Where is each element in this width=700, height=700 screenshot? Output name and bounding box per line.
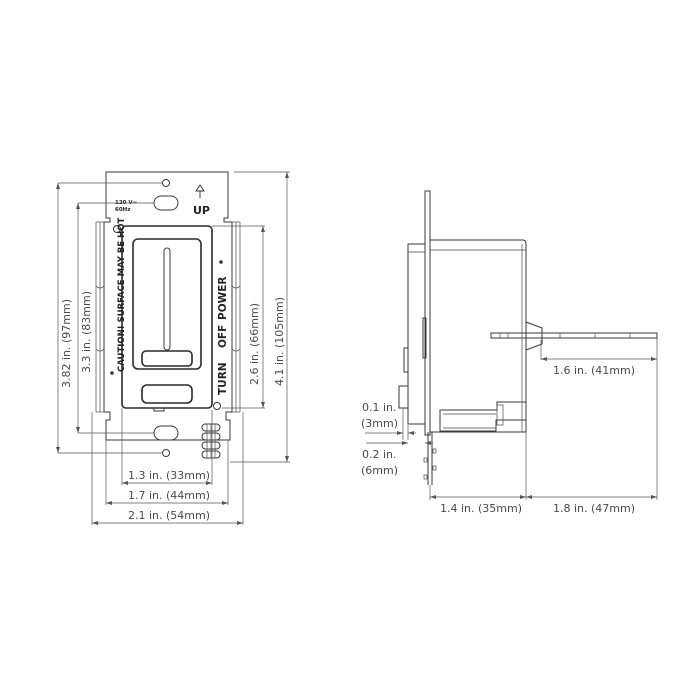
bottom-screw-hole <box>162 449 170 457</box>
wire-coil-icon <box>201 423 221 459</box>
dim-label-0-2-in: 0.2 in. <box>362 448 397 461</box>
dim-label-1-4-in: 1.4 in. (35mm) <box>440 502 522 515</box>
dim-1-4-in <box>429 432 527 500</box>
slider-panel <box>132 238 202 370</box>
side-knob-profile <box>403 347 409 373</box>
dim-3-82-in <box>56 182 162 454</box>
dim-label-3mm: (3mm) <box>361 417 398 430</box>
dim-label-3-82-in: 3.82 in. (97mm) <box>60 299 73 388</box>
led-indicator-left <box>110 371 114 375</box>
dimmer-face <box>121 225 213 409</box>
led-indicator-right <box>219 260 223 264</box>
caution-label: CAUTION! SURFACE MAY BE HOT <box>117 218 127 372</box>
dim-label-2-6-in: 2.6 in. (66mm) <box>248 303 261 385</box>
dim-label-2-1-in: 2.1 in. (54mm) <box>128 509 210 522</box>
side-terminal-connector <box>439 401 527 432</box>
slider-knob[interactable] <box>141 350 193 367</box>
power-button[interactable] <box>141 384 193 404</box>
up-arrow-icon <box>195 184 205 198</box>
off-label: OFF <box>217 325 229 348</box>
dim-label-1-6-in: 1.6 in. (41mm) <box>553 364 635 377</box>
dim-0-2-in <box>366 441 433 445</box>
dim-label-3-3-in: 3.3 in. (83mm) <box>80 291 93 373</box>
up-label: UP <box>193 204 210 217</box>
dim-1-8-in <box>526 362 658 500</box>
dim-1-6-in <box>540 338 658 362</box>
dim-label-1-8-in: 1.8 in. (47mm) <box>553 502 635 515</box>
side-body <box>430 239 527 433</box>
side-slider-profile <box>422 317 427 359</box>
face-corner-screw <box>113 225 121 233</box>
turn-label: TURN <box>217 362 229 395</box>
dim-label-1-3-in: 1.3 in. (33mm) <box>128 469 210 482</box>
dim-label-0-1-in: 0.1 in. <box>362 401 397 414</box>
dim-label-6mm: (6mm) <box>361 464 398 477</box>
front-view: 120 V~ 60Hz UP CAUTION! SURFACE MAY BE H… <box>56 171 290 525</box>
left-strap-rail <box>95 221 105 413</box>
right-strap-rail <box>231 221 241 413</box>
side-button-profile <box>398 385 409 409</box>
dim-1-3-in <box>121 408 213 485</box>
side-bottom-tabs <box>423 432 437 485</box>
power-label: POWER <box>217 277 229 320</box>
dim-label-1-7-in: 1.7 in. (44mm) <box>128 489 210 502</box>
face-bottom-tab <box>153 407 165 412</box>
side-antenna-boss <box>525 321 543 351</box>
mounting-strap-outline <box>103 171 233 441</box>
dim-0-1-in <box>365 408 416 440</box>
slider-track <box>163 247 171 351</box>
top-mounting-slot <box>153 195 179 211</box>
dim-2-1-in <box>91 412 244 525</box>
side-antenna-wire <box>490 332 658 339</box>
side-mounting-plate <box>424 190 431 436</box>
dim-1-7-in <box>105 440 229 505</box>
dim-4-1-in <box>230 171 290 463</box>
dim-3-3-in <box>76 202 154 434</box>
side-face-strap <box>407 243 426 425</box>
frequency-label: 60Hz <box>115 207 130 213</box>
top-screw-hole <box>162 179 170 187</box>
dim-label-4-1-in: 4.1 in. (105mm) <box>273 297 286 386</box>
side-view: 1.6 in. (41mm) 0.1 in. (3mm) 0.2 in. (6m… <box>361 190 658 515</box>
face-corner-screw-bottom <box>213 402 221 410</box>
bottom-mounting-slot <box>153 425 179 441</box>
dim-2-6-in <box>212 225 265 409</box>
